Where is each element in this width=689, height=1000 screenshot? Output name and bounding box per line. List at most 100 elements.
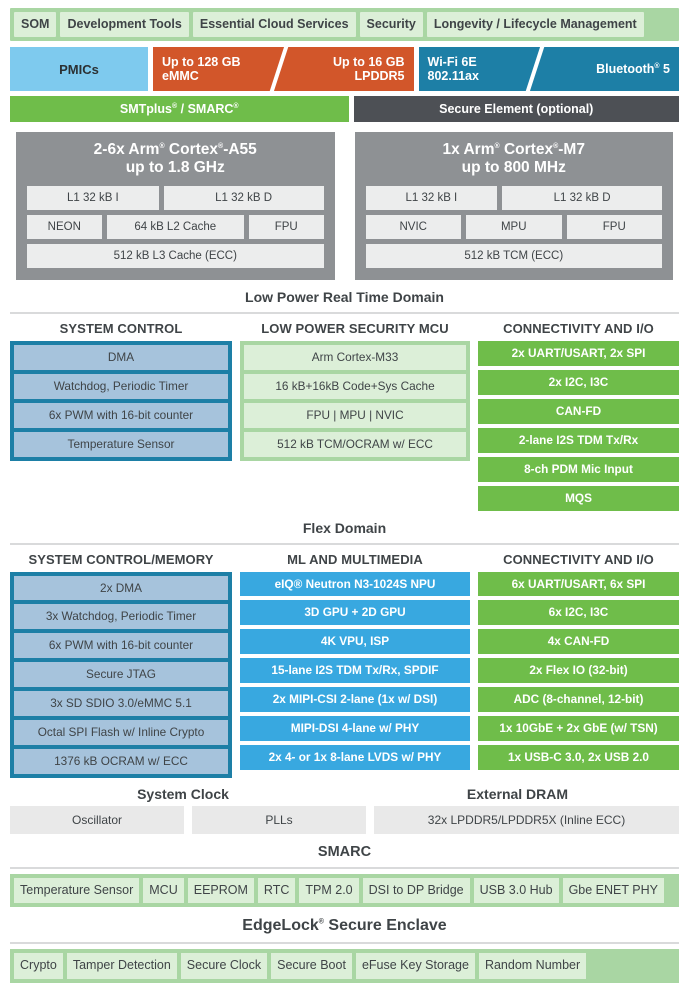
emmc-line2: eMMC (162, 69, 199, 84)
lpddr-line1: Up to 16 GB (332, 54, 405, 69)
edgelock-item-random-number: Random Number (478, 953, 587, 979)
item-adc: ADC (8-channel, 12-bit) (478, 687, 679, 713)
divider-smarc (10, 867, 679, 870)
cpu-cluster-m7: 1x Arm® Cortex®-M7 up to 800 MHz L1 32 k… (354, 132, 673, 280)
smarc-item-tpm: TPM 2.0 (299, 878, 359, 904)
smarc-item-enet-phy: Gbe ENET PHY (562, 878, 664, 904)
item-tcm-ocram-ecc: 512 kB TCM/OCRAM w/ ECC (244, 431, 466, 457)
bluetooth-label: Bluetooth (596, 61, 655, 76)
cpu-m7-mpu: MPU (466, 214, 562, 239)
cpu-a55-cache-row-2: NEON 64 kB L2 Cache FPU (27, 214, 324, 239)
cpu-a55-l1i: L1 32 kB I (27, 185, 159, 210)
item-flex-io: 2x Flex IO (32-bit) (478, 658, 679, 684)
item-sd-sdio-emmc: 3x SD SDIO 3.0/eMMC 5.1 (14, 691, 228, 717)
smtplus-smarc-block: SMTplus® / SMARC® (10, 96, 349, 123)
heading-flex-connectivity-io: CONNECTIVITY AND I/O (503, 551, 654, 567)
clock-dram-headings: System Clock External DRAM (10, 786, 679, 802)
clock-dram-row: Oscillator PLLs 32x LPDDR5/LPDDR5X (Inli… (10, 806, 679, 835)
item-flex-pwm: 6x PWM with 16-bit counter (14, 633, 228, 659)
box-system-control-memory: 2x DMA 3x Watchdog, Periodic Timer 6x PW… (10, 571, 232, 779)
bluetooth-block: Bluetooth® 5 (596, 61, 670, 76)
heading-external-dram: External DRAM (466, 786, 569, 803)
box-flex-connectivity-io: 6x UART/USART, 6x SPI 6x I2C, I3C 4x CAN… (478, 571, 679, 771)
cpu-m7-cache-row-1: L1 32 kB I L1 32 kB D (365, 185, 662, 210)
cpu-m7-fpu: FPU (566, 214, 662, 239)
cpu-m7-title: 1x Arm® Cortex®-M7 up to 800 MHz (442, 141, 585, 177)
box-lp-connectivity-io: 2x UART/USART, 2x SPI 2x I2C, I3C CAN-FD… (478, 340, 679, 511)
item-2x-dma: 2x DMA (14, 575, 228, 601)
item-gpu: 3D GPU + 2D GPU (240, 600, 470, 626)
smtplus-label: SMTplus (119, 102, 172, 117)
column-ml-multimedia: ML AND MULTIMEDIA eIQ® Neutron N3-1024S … (240, 545, 470, 779)
cpu-a55-cache-row-3: 512 kB L3 Cache (ECC) (27, 243, 324, 268)
som-chip-som: SOM (14, 12, 57, 38)
item-code-sys-cache: 16 kB+16kB Code+Sys Cache (244, 373, 466, 399)
edgelock-title-suffix: Secure Enclave (328, 917, 447, 935)
pmics-block: PMICs (10, 47, 148, 92)
edgelock-item-secure-clock: Secure Clock (180, 953, 268, 979)
item-secure-jtag: Secure JTAG (14, 662, 228, 688)
item-ethernet: 1x 10GbE + 2x GbE (w/ TSN) (478, 716, 679, 742)
cpu-a55-l1d: L1 32 kB D (163, 185, 324, 210)
edgelock-item-crypto: Crypto (14, 953, 63, 979)
smarc-item-rtc: RTC (257, 878, 296, 904)
item-flex-uart-spi: 6x UART/USART, 6x SPI (478, 571, 679, 597)
som-chip-essential-cloud-services: Essential Cloud Services (192, 12, 356, 38)
smarc-item-mcu: MCU (143, 878, 184, 904)
radio-block: Wi-Fi 6E 802.11ax Bluetooth® 5 (418, 47, 679, 92)
smarc-title: SMARC (317, 844, 372, 861)
cpu-m7-title-line2: up to 800 MHz (461, 159, 566, 177)
item-mipi-dsi: MIPI-DSI 4-lane w/ PHY (240, 716, 470, 742)
low-power-domain-label: Low Power Real Time Domain (245, 288, 444, 305)
box-system-control: DMA Watchdog, Periodic Timer 6x PWM with… (10, 340, 232, 461)
item-temperature-sensor: Temperature Sensor (14, 431, 228, 457)
edgelock-item-efuse-key-storage: eFuse Key Storage (355, 953, 475, 979)
secure-element-block: Secure Element (optional) (353, 96, 679, 123)
item-mipi-csi: 2x MIPI-CSI 2-lane (1x w/ DSI) (240, 687, 470, 713)
cpu-m7-title-prefix: 1x Arm (442, 141, 495, 159)
item-usb: 1x USB-C 3.0, 2x USB 2.0 (478, 745, 679, 771)
low-power-columns: SYSTEM CONTROL DMA Watchdog, Periodic Ti… (10, 314, 679, 511)
item-3x-watchdog: 3x Watchdog, Periodic Timer (14, 604, 228, 630)
item-npu: eIQ® Neutron N3-1024S NPU (240, 571, 470, 597)
item-watchdog-periodic-timer: Watchdog, Periodic Timer (14, 373, 228, 399)
cpu-m7-l1i: L1 32 kB I (365, 185, 498, 210)
wifi-line2: 802.11ax (427, 69, 479, 84)
item-vpu-isp: 4K VPU, ISP (240, 629, 470, 655)
edgelock-item-tamper-detection: Tamper Detection (66, 953, 177, 979)
wifi-block: Wi-Fi 6E 802.11ax (419, 47, 549, 91)
emmc-block: Up to 128 GB eMMC (153, 47, 283, 91)
box-low-power-security-mcu: Arm Cortex-M33 16 kB+16kB Code+Sys Cache… (240, 340, 470, 461)
box-ml-multimedia: eIQ® Neutron N3-1024S NPU 3D GPU + 2D GP… (240, 571, 470, 771)
som-band: SOM Development Tools Essential Cloud Se… (10, 8, 679, 42)
cpu-a55-neon: NEON (27, 214, 102, 239)
item-lp-uart-spi: 2x UART/USART, 2x SPI (478, 340, 679, 366)
item-external-dram: 32x LPDDR5/LPDDR5X (Inline ECC) (374, 806, 679, 835)
column-system-control: SYSTEM CONTROL DMA Watchdog, Periodic Ti… (10, 314, 232, 511)
item-ocram-ecc: 1376 kB OCRAM w/ ECC (14, 749, 228, 775)
cpu-cluster-row: 2-6x Arm® Cortex®-A55 up to 1.8 GHz L1 3… (16, 132, 673, 280)
item-lvds: 2x 4- or 1x 8-lane LVDS w/ PHY (240, 745, 470, 771)
memory-radio-band: PMICs Up to 128 GB eMMC Up to 16 GB LPDD… (10, 47, 679, 92)
smarc-band: Temperature Sensor MCU EEPROM RTC TPM 2.… (10, 874, 679, 908)
cpu-a55-title: 2-6x Arm® Cortex®-A55 up to 1.8 GHz (93, 141, 257, 177)
cpu-m7-nvic: NVIC (365, 214, 461, 239)
heading-system-clock: System Clock (137, 786, 229, 803)
item-lp-i2c-i3c: 2x I2C, I3C (478, 369, 679, 395)
som-chip-development-tools: Development Tools (60, 12, 189, 38)
flex-domain-columns: SYSTEM CONTROL/MEMORY 2x DMA 3x Watchdog… (10, 545, 679, 779)
item-flex-i2c-i3c: 6x I2C, I3C (478, 600, 679, 626)
edgelock-item-secure-boot: Secure Boot (271, 953, 352, 979)
smarc-item-usb-hub: USB 3.0 Hub (473, 878, 559, 904)
lpddr-line2: LPDDR5 (354, 69, 405, 84)
lpddr5-block: Up to 16 GB LPDDR5 (283, 47, 413, 91)
cpu-m7-tcm: 512 kB TCM (ECC) (365, 243, 662, 268)
item-lp-mqs: MQS (478, 485, 679, 511)
heading-ml-multimedia: ML AND MULTIMEDIA (287, 551, 423, 567)
edgelock-title: EdgeLock® Secure Enclave (242, 917, 447, 935)
item-flex-can-fd: 4x CAN-FD (478, 629, 679, 655)
heading-system-control: SYSTEM CONTROL (59, 320, 183, 336)
item-pwm: 6x PWM with 16-bit counter (14, 402, 228, 428)
divider-low-power (10, 311, 679, 314)
